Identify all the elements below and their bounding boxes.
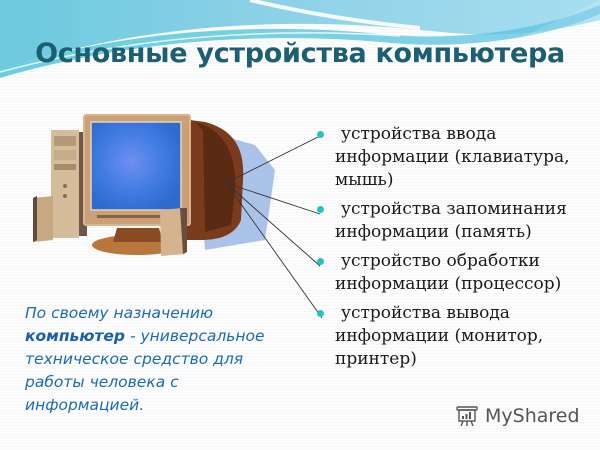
list-item-text: устройства запоминания информации (памят… (335, 199, 567, 242)
definition-prefix: По своему назначению (25, 304, 213, 322)
presentation-board-icon (456, 406, 478, 427)
computer-illustration (33, 114, 275, 256)
bullet-icon (317, 258, 324, 265)
bullet-icon (317, 310, 324, 317)
list-item: устройства вывода информации (монитор, п… (313, 302, 593, 371)
list-item: устройства запоминания информации (памят… (313, 198, 593, 244)
bullet-icon (317, 206, 324, 213)
list-item-text: устройство обработки информации (процесс… (335, 251, 562, 294)
device-list: устройства ввода информации (клавиатура,… (313, 123, 593, 375)
myshared-watermark[interactable]: MyShared (455, 402, 580, 430)
list-item: устройства ввода информации (клавиатура,… (313, 123, 593, 192)
definition-term: компьютер (25, 327, 126, 345)
header-wave-decoration (0, 0, 600, 78)
slide-title: Основные устройства компьютера (35, 38, 565, 69)
definition-suffix: - универсальное техническое средство для… (25, 327, 265, 414)
computer-definition: По своему назначению компьютер - универс… (25, 302, 295, 417)
list-item-text: устройства вывода информации (монитор, п… (335, 303, 544, 369)
list-item: устройство обработки информации (процесс… (313, 250, 593, 296)
bullet-icon (317, 131, 324, 138)
watermark-label: MyShared (485, 405, 580, 427)
list-item-text: устройства ввода информации (клавиатура,… (335, 124, 570, 190)
